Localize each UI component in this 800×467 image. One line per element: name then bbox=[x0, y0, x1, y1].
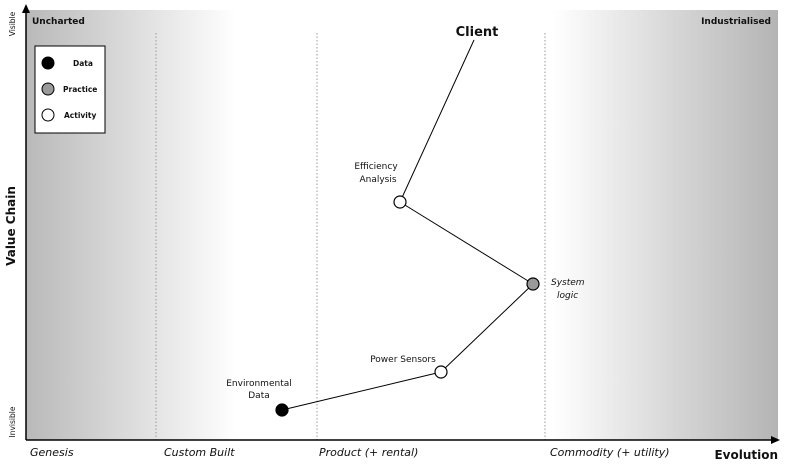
node-power-label: Power Sensors bbox=[370, 355, 436, 365]
legend-data-swatch bbox=[41, 56, 55, 70]
node-efficiency-label-1: Efficiency bbox=[354, 162, 398, 172]
node-efficiency-analysis[interactable] bbox=[393, 195, 407, 209]
legend-practice-swatch bbox=[41, 82, 55, 96]
legend-data-label: Data bbox=[73, 59, 93, 68]
node-power-sensors[interactable] bbox=[434, 365, 448, 379]
node-client-label: Client bbox=[456, 25, 499, 40]
corner-uncharted: Uncharted bbox=[32, 17, 85, 27]
node-environmental-data[interactable] bbox=[275, 403, 289, 417]
node-system-label-2: logic bbox=[557, 291, 578, 301]
y-axis-arrow bbox=[22, 4, 30, 13]
legend-activity-swatch bbox=[41, 108, 55, 122]
y-axis-title: Value Chain bbox=[4, 186, 18, 266]
node-env-label-2: Data bbox=[248, 391, 270, 401]
link-efficiency-system bbox=[399, 201, 534, 285]
stage-commodity: Commodity (+ utility) bbox=[550, 446, 670, 459]
legend-practice-label: Practice bbox=[63, 85, 97, 94]
node-system-label-1: System bbox=[551, 278, 585, 288]
x-axis-arrow bbox=[771, 436, 780, 444]
legend-activity-label: Activity bbox=[64, 111, 96, 120]
x-axis-title: Evolution bbox=[714, 448, 778, 462]
y-axis-top-label: Visible bbox=[8, 11, 17, 36]
y-axis-bottom-label: Invisible bbox=[8, 406, 17, 437]
link-client-efficiency bbox=[399, 39, 475, 203]
link-system-power bbox=[440, 283, 534, 373]
corner-industrialised: Industrialised bbox=[701, 17, 771, 27]
node-system-logic[interactable] bbox=[526, 277, 540, 291]
map-background bbox=[26, 10, 778, 440]
link-power-env bbox=[281, 371, 442, 411]
stage-custom-built: Custom Built bbox=[164, 446, 235, 459]
node-env-label-1: Environmental bbox=[226, 379, 291, 389]
stage-genesis: Genesis bbox=[30, 446, 74, 459]
stage-product: Product (+ rental) bbox=[319, 446, 418, 459]
node-efficiency-label-2: Analysis bbox=[359, 175, 396, 185]
